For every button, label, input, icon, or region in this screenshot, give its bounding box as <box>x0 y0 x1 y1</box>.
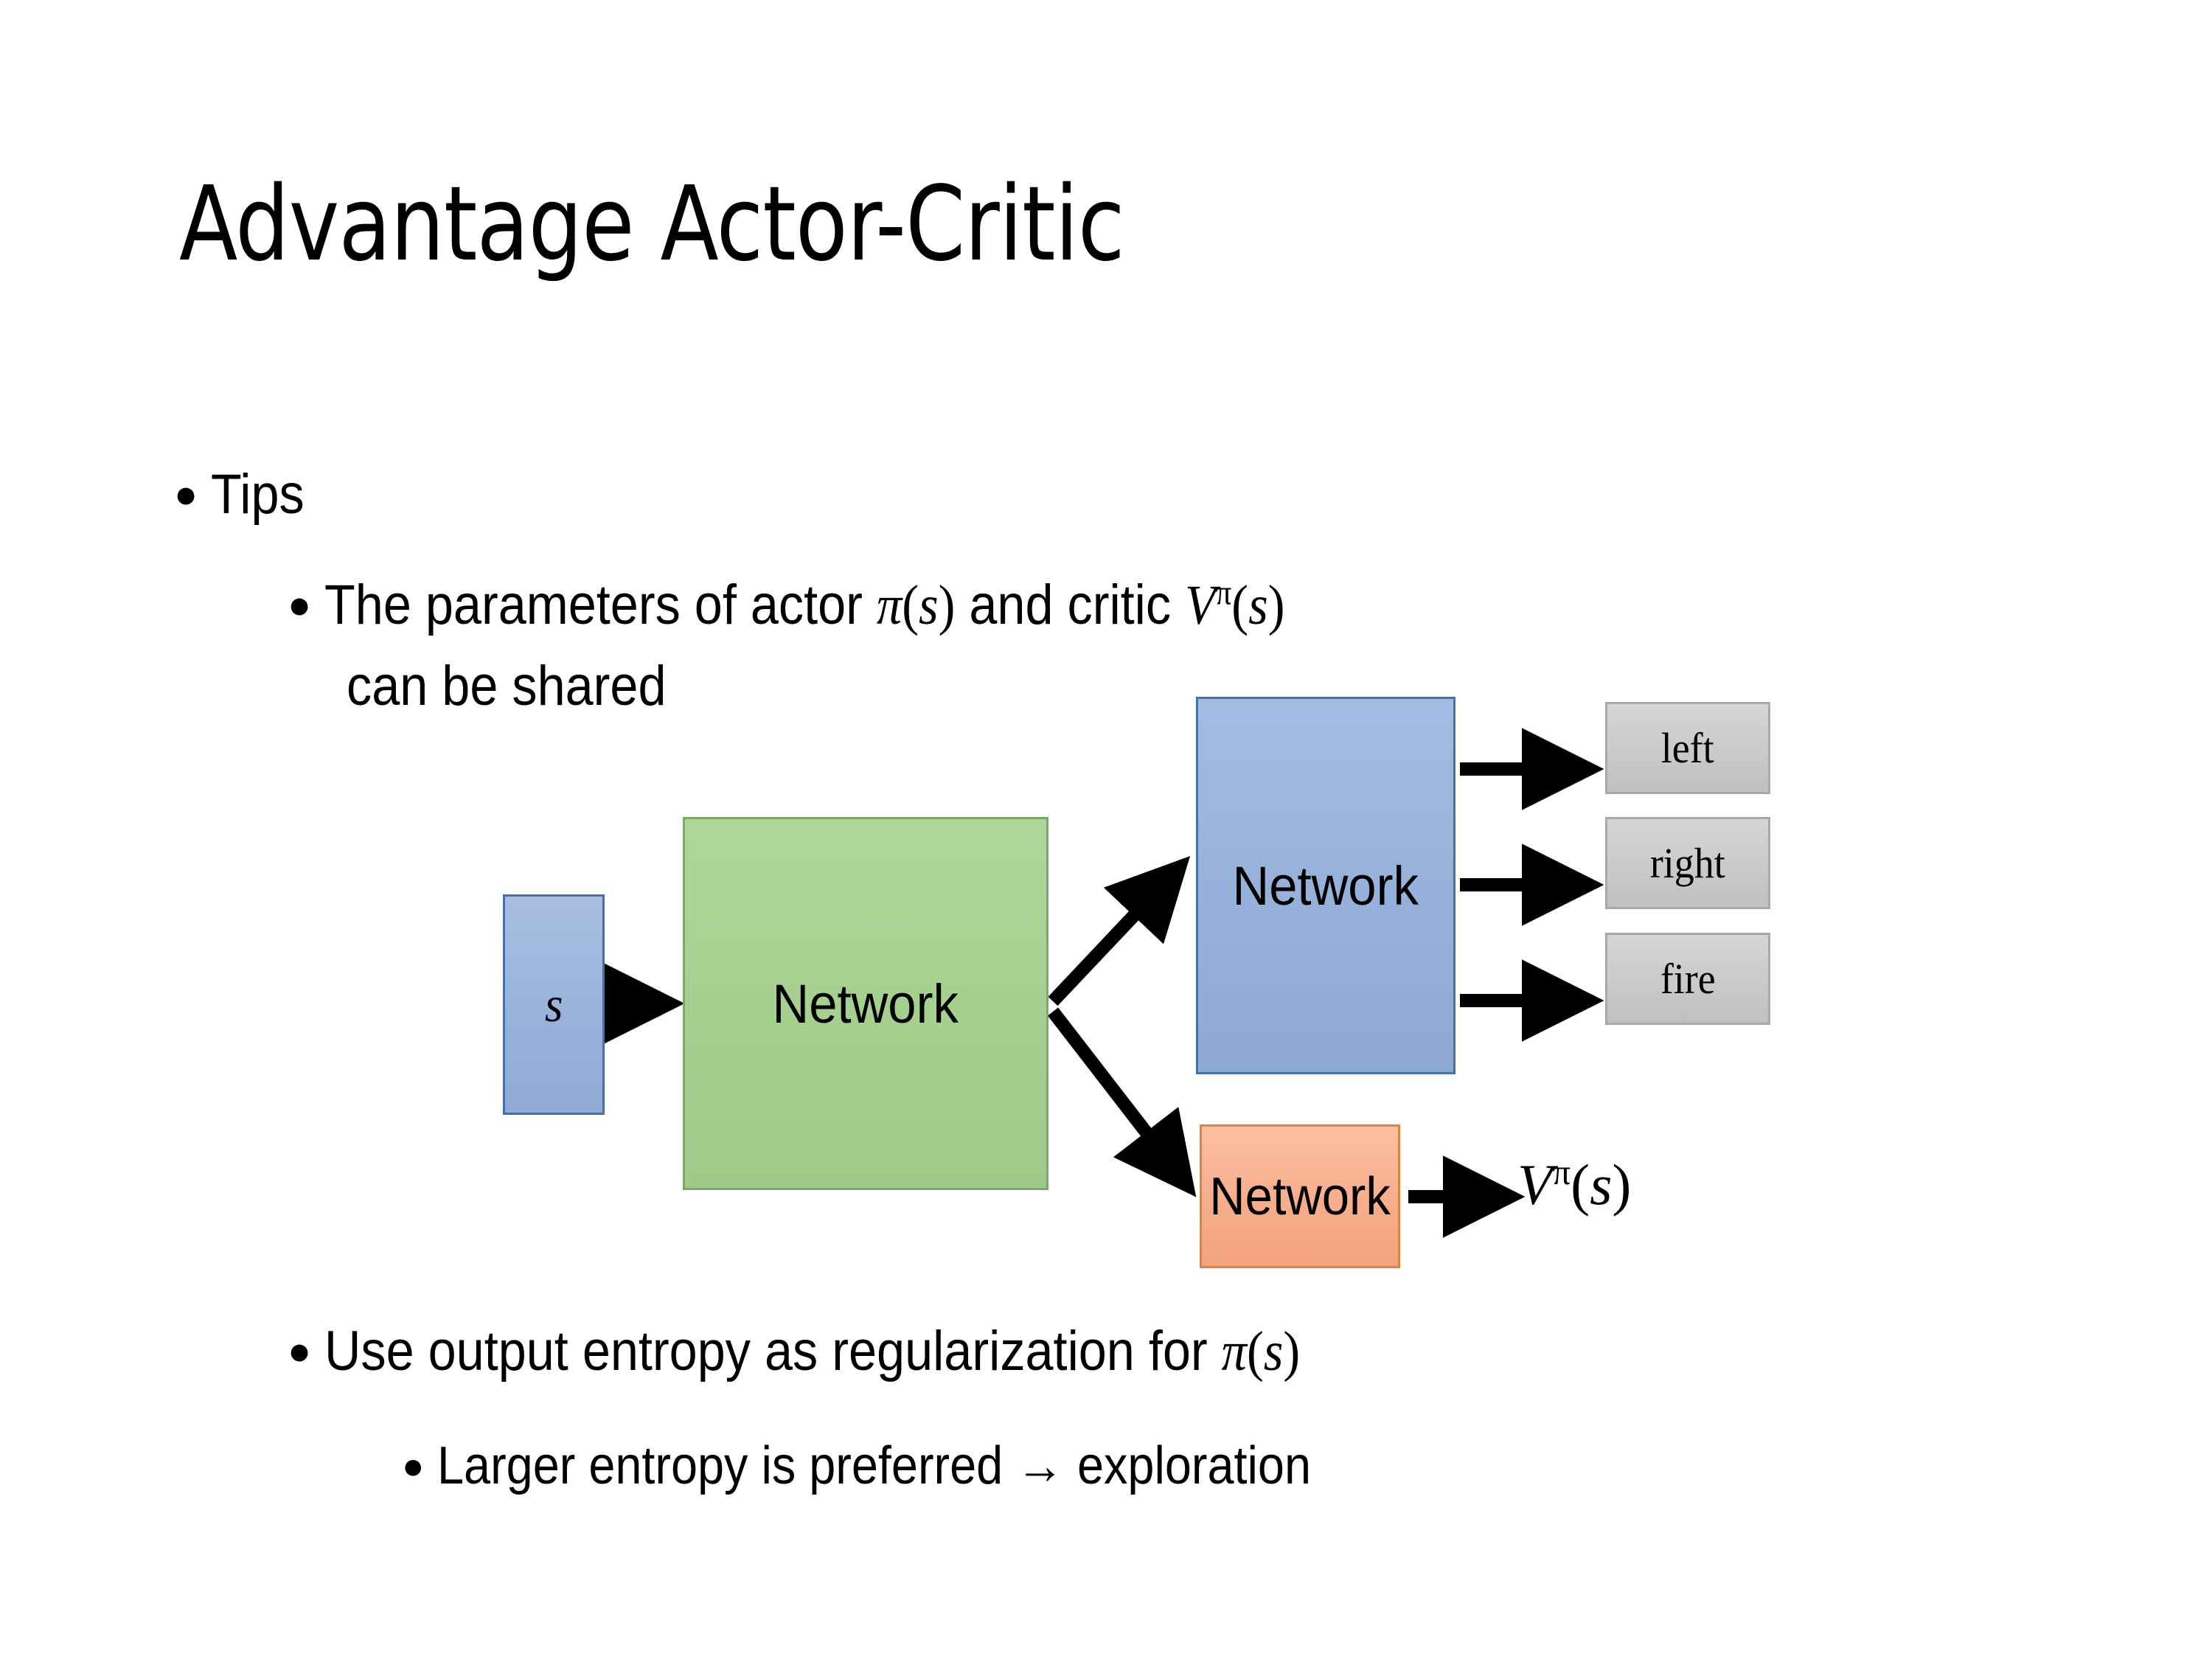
action-label-left: left <box>1661 724 1714 772</box>
bullet-entropy-regularization: ● Use output entropy as regularization fo… <box>288 1320 1408 1383</box>
bullet-shared-parameters-continuation: can be shared <box>347 655 702 717</box>
actor-policy-math: π(s) <box>877 574 956 636</box>
shared-network-box: Network <box>683 817 1048 1190</box>
action-label-right: right <box>1650 839 1725 887</box>
bullet-shared-parameters-text: The parameters of actor π(s) and critic … <box>324 574 1284 637</box>
bullet-params-mid: and critic <box>955 574 1186 636</box>
action-box-right: right <box>1605 817 1770 909</box>
entropy-policy-math: π(s) <box>1221 1321 1301 1382</box>
bullet-dot-icon: ● <box>288 583 312 627</box>
bullet-dot-icon: ● <box>288 1329 312 1373</box>
arrow-shared-to-actor <box>1048 855 1191 1006</box>
bullet-tips: ● Tips <box>174 463 315 526</box>
bullet-dot-icon: ● <box>174 473 198 516</box>
bullet-larger-entropy-label: Larger entropy is preferred → exploratio… <box>437 1436 1311 1495</box>
bullet-entropy-prefix: Use output entropy as regularization for <box>324 1320 1222 1382</box>
critic-value-math: Vπ(s) <box>1185 574 1285 636</box>
bullet-entropy-text: Use output entropy as regularization for… <box>324 1320 1300 1383</box>
bullet-can-be-shared-label: can be shared <box>347 655 667 717</box>
critic-network-label: Network <box>1209 1166 1391 1226</box>
state-input-box: s <box>503 894 605 1115</box>
bullet-dot-icon: ● <box>402 1444 425 1486</box>
action-label-fire: fire <box>1660 955 1716 1003</box>
bullet-tips-label: Tips <box>211 463 305 526</box>
critic-network-box: Network <box>1200 1124 1400 1268</box>
critic-output-value: Vπ(s) <box>1517 1152 1632 1217</box>
arrow-shared-to-critic <box>1047 1007 1197 1197</box>
bullet-larger-entropy: ● Larger entropy is preferred → explorati… <box>402 1436 1408 1496</box>
bullet-shared-parameters: ● The parameters of actor π(s) and critic… <box>288 574 1391 637</box>
page-title: Advantage Actor-Critic <box>179 164 1125 285</box>
bullet-params-prefix: The parameters of actor <box>324 574 877 636</box>
action-box-fire: fire <box>1605 933 1770 1025</box>
state-input-label: s <box>544 976 563 1032</box>
action-box-left: left <box>1605 702 1770 794</box>
actor-network-label: Network <box>1232 855 1419 917</box>
shared-network-label: Network <box>772 973 959 1034</box>
actor-network-box: Network <box>1196 697 1455 1074</box>
